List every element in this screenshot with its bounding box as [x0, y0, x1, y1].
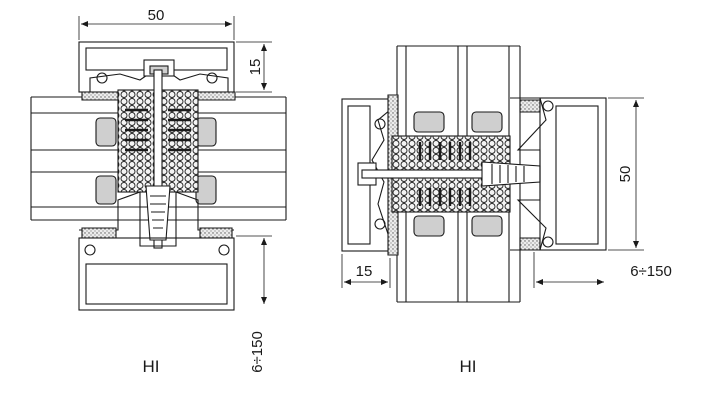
- right-caption: HI: [460, 357, 477, 376]
- right-offset-dim-label: 15: [356, 263, 373, 280]
- left-gaskets: [95, 117, 217, 205]
- left-height-dimension: [236, 41, 272, 93]
- right-depth-dimension: [533, 252, 604, 288]
- right-height-dim-label: 50: [617, 166, 634, 183]
- left-caption: HI: [143, 357, 160, 376]
- right-gaskets: [413, 111, 503, 237]
- left-height-dim-label: 15: [247, 59, 264, 76]
- right-section-view: [341, 45, 644, 303]
- left-section-view: [30, 16, 287, 311]
- right-depth-dim-label: 6÷150: [630, 263, 672, 280]
- left-width-dim-label: 50: [148, 7, 165, 24]
- right-height-dimension: [608, 97, 644, 251]
- right-base-profile: [510, 97, 607, 251]
- left-base-profile: [78, 191, 235, 311]
- right-anchor-screw: [481, 161, 541, 187]
- left-width-dimension: [78, 16, 235, 40]
- right-offset-dimension: [341, 254, 391, 288]
- left-anchor-screw: [145, 185, 171, 241]
- left-depth-dimension: [236, 235, 272, 304]
- left-depth-dim-label: 6÷150: [249, 331, 266, 373]
